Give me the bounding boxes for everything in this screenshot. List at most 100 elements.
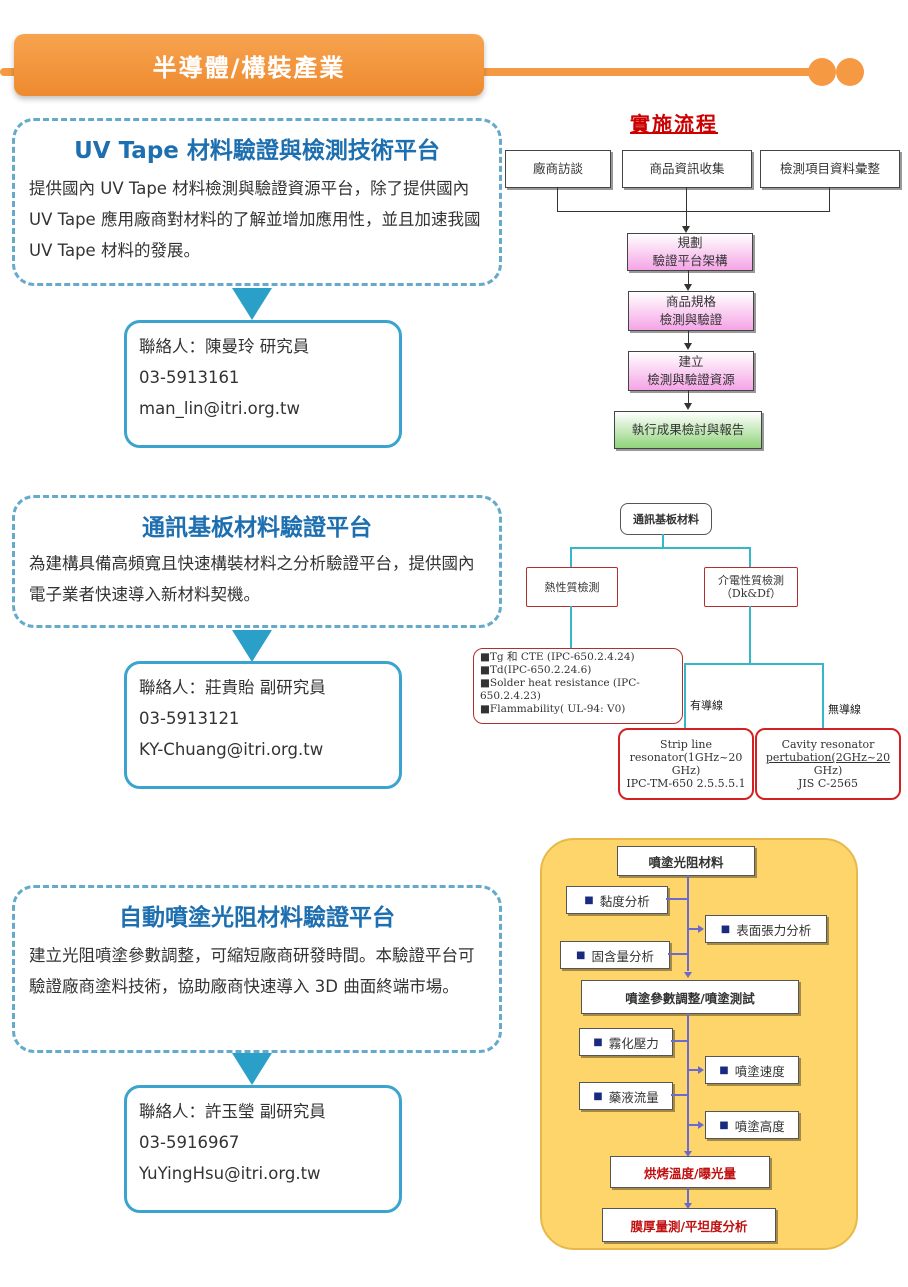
- down-arrow-icon: [232, 630, 272, 662]
- contact-card: 聯絡人：許玉瑩 副研究員 03-5916967 YuYingHsu@itri.o…: [124, 1085, 402, 1213]
- platform-card-uv-tape: UV Tape 材料驗證與檢測技術平台 提供國內 UV Tape 材料檢測與驗證…: [12, 118, 502, 286]
- platform-card-photoresist: 自動噴塗光阻材料驗證平台 建立光阻噴塗參數調整，可縮短廠商研發時間。本驗證平台可…: [12, 885, 502, 1053]
- contact-phone: 03-5913161: [139, 368, 240, 387]
- arrow-down-icon: [684, 343, 692, 350]
- bullet-icon: ■: [576, 949, 586, 961]
- connector: [671, 1094, 688, 1096]
- platform-description: 建立光阻噴塗參數調整，可縮短廠商研發時間。本驗證平台可驗證廠商塗料技術，協助廠商…: [29, 946, 475, 996]
- contact-email[interactable]: man_lin@itri.org.tw: [139, 399, 300, 418]
- down-arrow-icon: [232, 288, 272, 320]
- process-bake: 烘烤溫度/曝光量: [610, 1156, 770, 1188]
- connector: [749, 606, 751, 664]
- item-viscosity: ■黏度分析: [566, 886, 668, 914]
- process-root: 噴塗光阻材料: [617, 846, 755, 876]
- item-label: 藥液流量: [608, 1089, 659, 1105]
- connector: [557, 187, 558, 212]
- node-line: GHz): [671, 764, 701, 777]
- platform-title: UV Tape 材料驗證與檢測技術平台: [74, 138, 440, 164]
- node-line: 介電性質檢測: [718, 574, 784, 587]
- flow-step-build: 建立 檢測與驗證資源: [628, 351, 754, 391]
- flow-box-collect: 商品資訊收集: [622, 150, 752, 188]
- platform-description: 提供國內 UV Tape 材料檢測與驗證資源平台，除了提供國內 UV Tape …: [29, 179, 481, 260]
- platform-card-substrate: 通訊基板材料驗證平台 為建構具備高頻寬且快速構裝材料之分析驗證平台，提供國內電子…: [12, 495, 502, 628]
- flow-step-spec: 商品規格 檢測與驗證: [628, 291, 754, 331]
- flow-step-report: 執行成果檢討與報告: [614, 411, 762, 449]
- arrow-right-icon: [698, 1121, 704, 1129]
- process-params: 噴塗參數調整/噴塗測試: [581, 980, 799, 1014]
- tree-thermal-items: ■Tg 和 CTE (IPC-650.2.4.24) ■Td(IPC-650.2…: [473, 648, 683, 724]
- bullet-icon: ■: [720, 923, 731, 935]
- bullet-icon: ■: [593, 1090, 603, 1102]
- label-wireless: 無導線: [828, 703, 861, 716]
- label-wired: 有導線: [690, 699, 723, 712]
- contact-card: 聯絡人：莊貴貽 副研究員 03-5913121 KY-Chuang@itri.o…: [124, 661, 402, 789]
- connector: [684, 663, 686, 728]
- item-label: 霧化壓力: [608, 1035, 659, 1051]
- node-line: pertubation(2GHz~20: [765, 751, 891, 764]
- flow-title: 實施流程: [630, 112, 718, 136]
- thermal-item: ■Td(IPC-650.2.24.6): [480, 664, 592, 676]
- contact-email[interactable]: YuYingHsu@itri.org.tw: [139, 1164, 321, 1183]
- arrow-down-icon: [682, 226, 690, 233]
- tree-strip-line: Strip line resonator(1GHz~20 GHz) IPC-TM…: [618, 728, 754, 800]
- item-solid-content: ■ 固含量分析: [560, 941, 670, 969]
- header-dot: [836, 58, 864, 86]
- bullet-icon: ■: [593, 1036, 603, 1048]
- step-line: 檢測與驗證資源: [647, 372, 735, 387]
- tree-root: 通訊基板材料: [620, 503, 712, 535]
- node-line: resonator(1GHz~20: [629, 751, 743, 764]
- connector: [749, 547, 751, 567]
- arrow-down-icon: [684, 1203, 692, 1209]
- step-line: 規劃: [677, 235, 703, 250]
- flow-step-plan: 規劃 驗證平台架構: [627, 233, 753, 271]
- platform-description: 為建構具備高頻寬且快速構裝材料之分析驗證平台，提供國內電子業者快速導入新材料契機…: [29, 554, 475, 604]
- contact-phone: 03-5916967: [139, 1133, 240, 1152]
- connector: [688, 1124, 698, 1126]
- item-flow: ■ 藥液流量: [579, 1082, 673, 1110]
- connector: [666, 898, 688, 900]
- connector: [557, 211, 830, 212]
- item-atomize: ■ 霧化壓力: [579, 1028, 673, 1056]
- step-line: 商品規格: [665, 294, 716, 309]
- connector: [687, 1013, 689, 1151]
- connector: [688, 928, 698, 930]
- contact-email[interactable]: KY-Chuang@itri.org.tw: [139, 740, 324, 759]
- item-label: 表面張力分析: [736, 922, 812, 938]
- arrow-down-icon: [684, 403, 692, 410]
- contact-name: 聯絡人：陳曼玲 研究員: [139, 337, 310, 356]
- header-dot: [808, 58, 836, 86]
- thermal-item: ■Solder heat resistance (IPC-650.2.4.23): [480, 677, 640, 702]
- arrow-right-icon: [698, 1066, 704, 1074]
- platform-title: 自動噴塗光阻材料驗證平台: [119, 905, 395, 931]
- contact-card: 聯絡人：陳曼玲 研究員 03-5913161 man_lin@itri.org.…: [124, 320, 402, 448]
- item-label: 噴塗高度: [734, 1118, 785, 1134]
- connector: [688, 330, 689, 344]
- item-label: 噴塗速度: [734, 1063, 785, 1079]
- item-height: ■ 噴塗高度: [705, 1111, 799, 1139]
- connector: [684, 663, 824, 665]
- tree-thermal: 熱性質檢測: [526, 567, 618, 607]
- down-arrow-icon: [232, 1053, 272, 1085]
- bullet-icon: ■: [719, 1119, 729, 1131]
- platform-title: 通訊基板材料驗證平台: [142, 515, 372, 541]
- connector: [686, 187, 687, 227]
- flow-box-interview: 廠商訪談: [505, 150, 611, 188]
- connector: [668, 953, 688, 955]
- arrow-right-icon: [698, 925, 704, 933]
- thermal-item: ■Flammability( UL-94: V0): [480, 703, 626, 715]
- page-title: 半導體/構裝產業: [14, 34, 484, 96]
- contact-name: 聯絡人：莊貴貽 副研究員: [139, 678, 326, 697]
- item-label: 固含量分析: [591, 948, 654, 964]
- connector: [687, 1187, 689, 1203]
- item-label: 黏度分析: [599, 893, 650, 909]
- step-line: 檢測與驗證: [659, 312, 723, 327]
- node-line: Strip line: [660, 738, 712, 751]
- bullet-icon: ■: [719, 1064, 729, 1076]
- item-speed: ■ 噴塗速度: [705, 1056, 799, 1084]
- node-line: Cavity resonator: [781, 738, 875, 751]
- connector: [570, 547, 572, 567]
- tree-dielectric: 介電性質檢測 （Dk&Df）: [704, 567, 798, 607]
- connector: [829, 187, 830, 212]
- node-line: （Dk&Df）: [720, 587, 782, 600]
- node-line: GHz): [813, 764, 843, 777]
